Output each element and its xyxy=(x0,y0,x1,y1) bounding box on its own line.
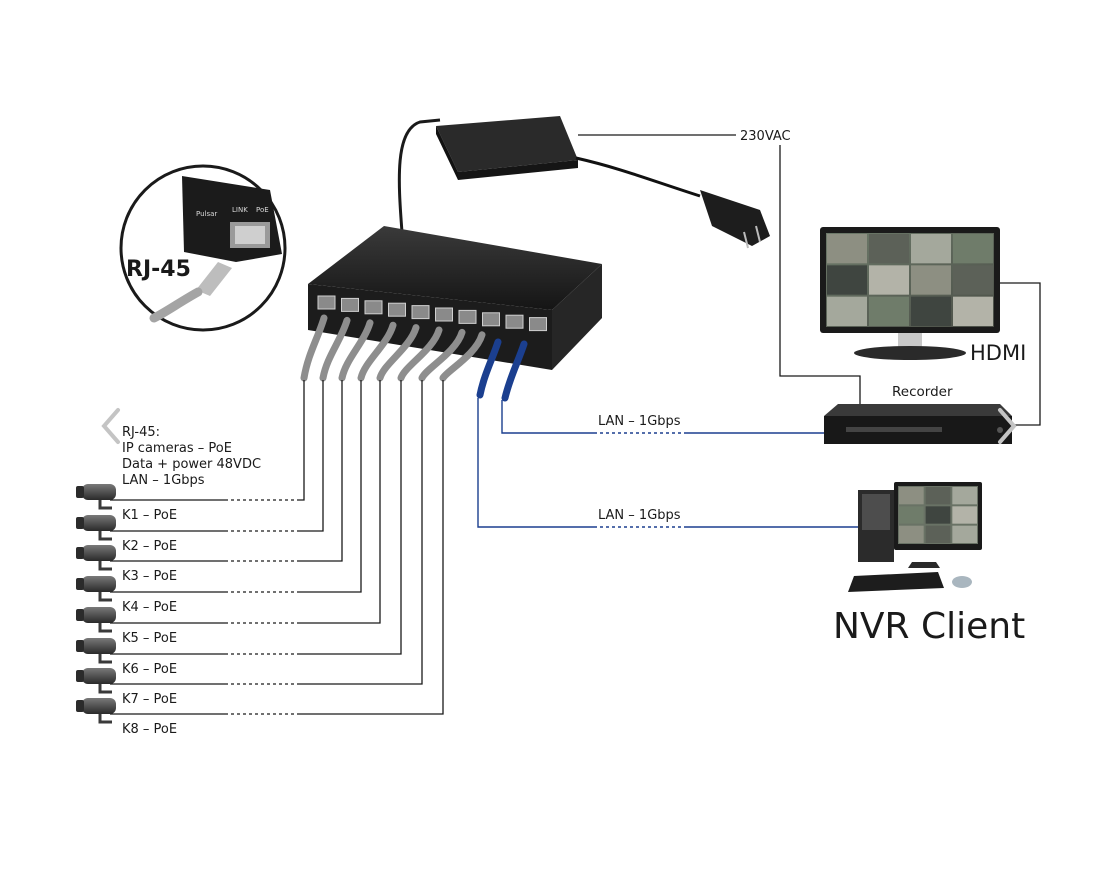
prev-arrow-icon[interactable] xyxy=(101,408,120,444)
camera-cable xyxy=(376,324,420,382)
camera-line xyxy=(110,380,305,501)
camera-cable xyxy=(319,316,351,382)
camera-cable xyxy=(338,319,374,382)
recorder-label: Recorder xyxy=(892,384,953,400)
camera-cable xyxy=(300,314,328,382)
video-tile xyxy=(899,487,924,505)
switch-port xyxy=(317,295,336,310)
switch-port xyxy=(435,307,453,322)
ip-camera-icon xyxy=(76,698,116,724)
camera-line xyxy=(110,380,402,655)
camera-cable xyxy=(418,328,466,382)
hdmi-label: HDMI xyxy=(970,341,1026,365)
nvr-client-label: NVR Client xyxy=(833,606,1025,647)
video-tile xyxy=(869,296,909,326)
switch-ports xyxy=(317,295,547,332)
camera-line xyxy=(110,380,444,715)
nvr-client-pc xyxy=(848,482,982,592)
camera-cable xyxy=(439,331,486,382)
video-tile xyxy=(952,487,977,505)
switch-port xyxy=(458,309,477,324)
switch-port xyxy=(529,317,547,332)
video-tile xyxy=(869,234,909,264)
lan-label-nvr: LAN – 1Gbps xyxy=(598,508,681,523)
camera-list: K1 – PoE K2 – PoE K3 – PoE K4 – PoE K5 – PoE… xyxy=(76,380,444,737)
ip-camera-icon xyxy=(76,576,116,602)
video-tile xyxy=(925,506,951,524)
switch-port xyxy=(388,302,406,317)
video-tile xyxy=(953,234,993,264)
ip-camera-icon xyxy=(76,638,116,664)
video-tile xyxy=(827,265,867,295)
video-tile xyxy=(925,525,951,543)
switch-port xyxy=(411,305,430,320)
video-tile xyxy=(827,234,867,264)
monitor-video-tiles xyxy=(827,234,993,326)
legend-line-2: IP cameras – PoE xyxy=(122,441,232,456)
switch-port xyxy=(341,297,359,312)
next-arrow-icon[interactable] xyxy=(998,408,1017,444)
video-tile xyxy=(911,296,951,326)
lan-label-recorder: LAN – 1Gbps xyxy=(598,414,681,429)
camera-label: K6 – PoE xyxy=(122,662,177,677)
video-tile xyxy=(911,265,951,295)
legend-line-1: RJ-45: xyxy=(122,425,160,440)
ip-camera-icon xyxy=(76,545,116,571)
camera-line xyxy=(110,380,423,685)
video-tile xyxy=(899,506,924,524)
camera-label: K4 – PoE xyxy=(122,600,177,615)
switch-port xyxy=(364,300,383,315)
video-tile xyxy=(952,506,977,524)
ip-camera-icon xyxy=(76,515,116,541)
video-tile xyxy=(953,296,993,326)
camera-label: K7 – PoE xyxy=(122,692,177,707)
lan-line-recorder xyxy=(501,400,824,434)
camera-line xyxy=(110,380,324,532)
video-tile xyxy=(952,525,977,543)
switch-port xyxy=(482,312,500,327)
monitor xyxy=(820,227,1000,360)
cameras-legend: RJ-45: IP cameras – PoE Data + power 48V… xyxy=(122,425,261,488)
video-tile xyxy=(827,296,867,326)
camera-label: K8 – PoE xyxy=(122,722,177,737)
hdmi-line xyxy=(1000,282,1041,426)
video-tile xyxy=(925,487,951,505)
camera-line xyxy=(110,380,381,624)
video-tile xyxy=(899,525,924,543)
camera-cables xyxy=(300,314,486,382)
video-tile xyxy=(869,265,909,295)
camera-label: K3 – PoE xyxy=(122,569,177,584)
switch-port xyxy=(505,314,524,329)
power-to-recorder-line xyxy=(779,145,861,406)
uplink-cables xyxy=(476,338,528,402)
video-tile xyxy=(911,234,951,264)
nvr-video-tiles xyxy=(899,487,977,543)
poe-switch xyxy=(308,226,602,370)
rj45-label: RJ-45 xyxy=(126,257,191,282)
inset-link-label: LINK xyxy=(232,206,248,214)
legend-line-4: LAN – 1Gbps xyxy=(122,473,205,488)
camera-label: K1 – PoE xyxy=(122,508,177,523)
recorder xyxy=(824,404,1012,444)
power-supply xyxy=(397,116,770,249)
ip-camera-icon xyxy=(76,607,116,633)
camera-label: K2 – PoE xyxy=(122,539,177,554)
camera-label: K5 – PoE xyxy=(122,631,177,646)
camera-line xyxy=(110,380,362,593)
ip-camera-icon xyxy=(76,484,116,510)
rj45-inset: LINK PoE Pulsar xyxy=(119,164,287,332)
ip-camera-icon xyxy=(76,668,116,694)
video-tile xyxy=(953,265,993,295)
legend-line-3: Data + power 48VDC xyxy=(122,457,261,472)
lan-line-nvr xyxy=(477,398,860,528)
inset-brand: Pulsar xyxy=(196,210,217,218)
camera-line xyxy=(110,380,343,562)
camera-cable xyxy=(357,321,397,382)
power-label: 230VAC xyxy=(740,129,791,144)
camera-cable xyxy=(397,326,443,382)
inset-poe-label: PoE xyxy=(256,206,269,214)
